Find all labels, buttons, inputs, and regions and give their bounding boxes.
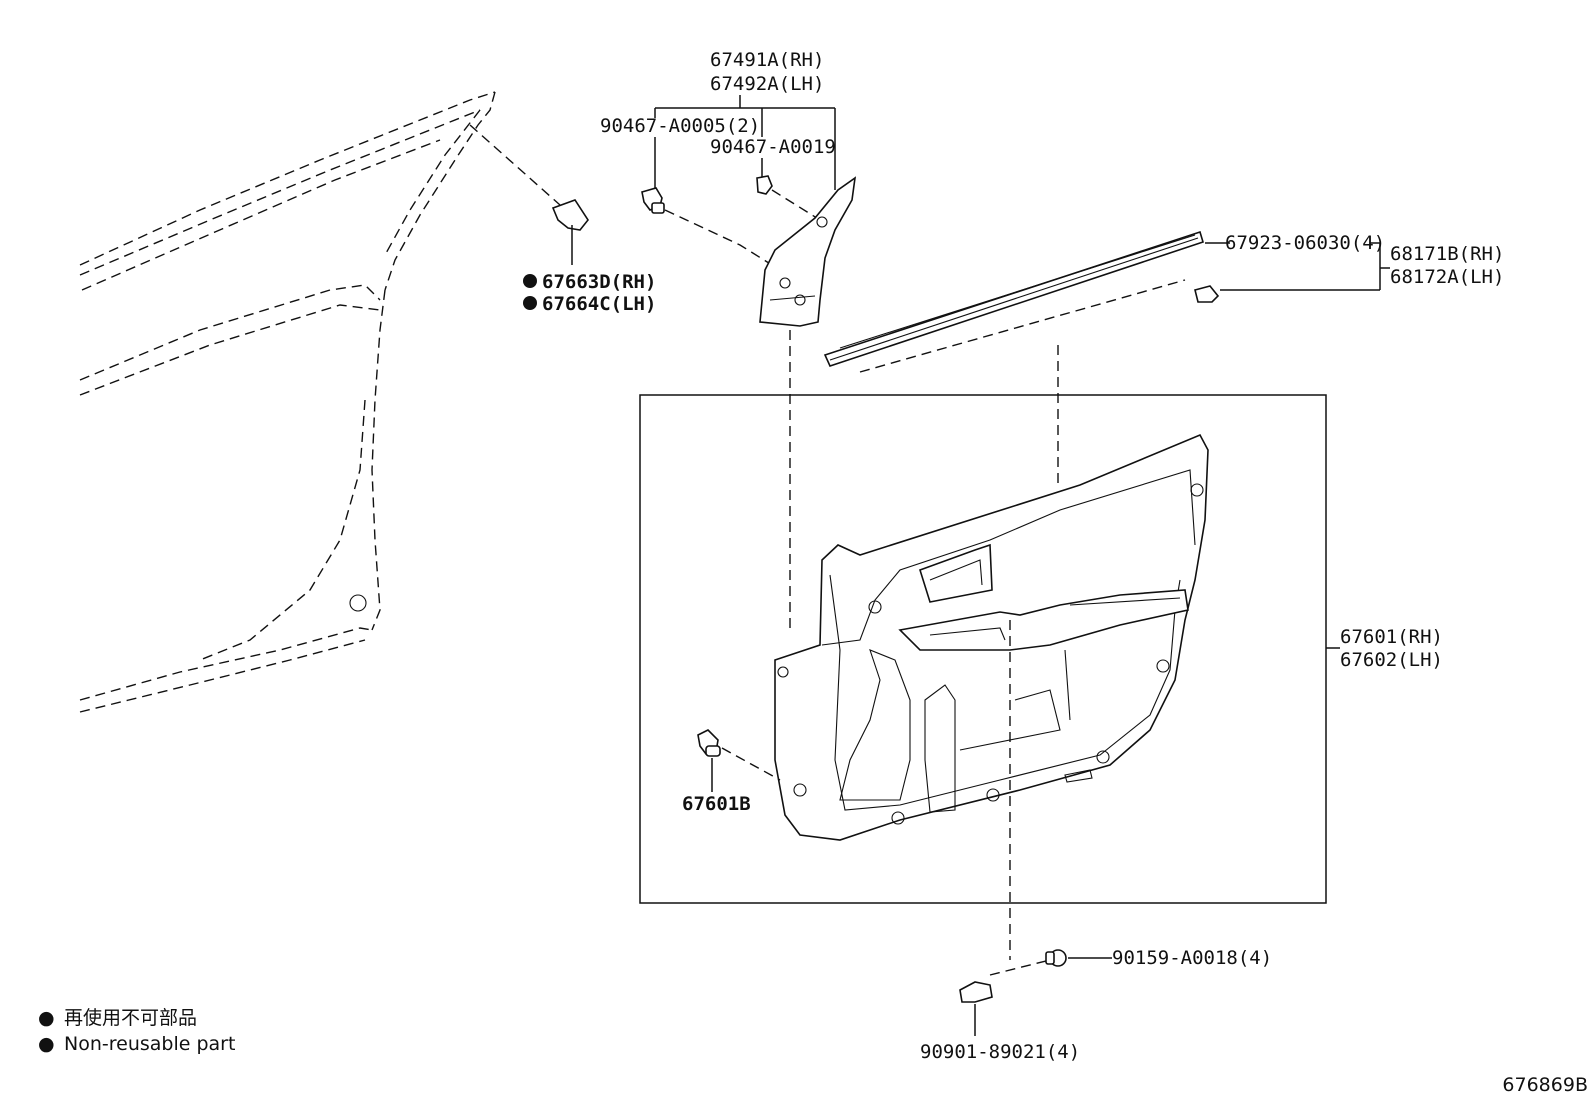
corner-cover-part: 67663D(RH) 67664C(LH)	[523, 199, 656, 315]
legend-bullet-jp: ●	[38, 1007, 55, 1029]
part-label-67601: 67601(RH)	[1340, 626, 1443, 648]
part-label-67663d: 67663D(RH)	[542, 271, 656, 293]
clip-icon	[756, 175, 773, 195]
door-trim-panel	[774, 433, 1209, 841]
part-label-90159: 90159-A0018(4)	[1112, 947, 1272, 969]
part-label-90467-a0005: 90467-A0005(2)	[600, 115, 760, 137]
legend-text-japanese: 再使用不可部品	[64, 1007, 197, 1029]
door-frame-outline	[79, 91, 561, 713]
part-label-67601b: 67601B	[682, 793, 751, 815]
clip-icon	[641, 187, 665, 214]
clip-icon	[1045, 949, 1067, 967]
belt-weatherstrip-part: 67923-06030(4) 68171B(RH) 68172A(LH)	[823, 230, 1504, 485]
legend: ● 再使用不可部品 ● Non-reusable part	[38, 1007, 235, 1055]
part-label-67491a: 67491A(RH)	[710, 49, 824, 71]
lower-fasteners: 90159-A0018(4) 90901-89021(4)	[920, 620, 1272, 1063]
part-label-67492a: 67492A(LH)	[710, 73, 824, 95]
part-label-67664c: 67664C(LH)	[542, 293, 656, 315]
clip-icon	[697, 729, 721, 757]
non-reusable-marker-icon	[523, 274, 537, 288]
door-trim-panel-group: 67601(RH) 67602(LH)	[639, 394, 1443, 904]
part-label-90467-a0019: 90467-A0019	[710, 136, 836, 158]
mirror-garnish-part: 67491A(RH) 67492A(LH) 90467-A0005(2) 904…	[600, 49, 857, 630]
part-label-67923: 67923-06030(4)	[1225, 232, 1385, 254]
clip-icon	[959, 981, 993, 1003]
diagram-id: 676869B	[1502, 1074, 1588, 1096]
part-label-90901: 90901-89021(4)	[920, 1041, 1080, 1063]
non-reusable-marker-icon	[523, 296, 537, 310]
legend-bullet-en: ●	[38, 1033, 55, 1055]
part-label-67602: 67602(LH)	[1340, 649, 1443, 671]
legend-text-english: Non-reusable part	[64, 1033, 235, 1055]
clip-icon	[1194, 285, 1220, 303]
part-label-68172a: 68172A(LH)	[1390, 266, 1504, 288]
part-label-68171b: 68171B(RH)	[1390, 243, 1504, 265]
